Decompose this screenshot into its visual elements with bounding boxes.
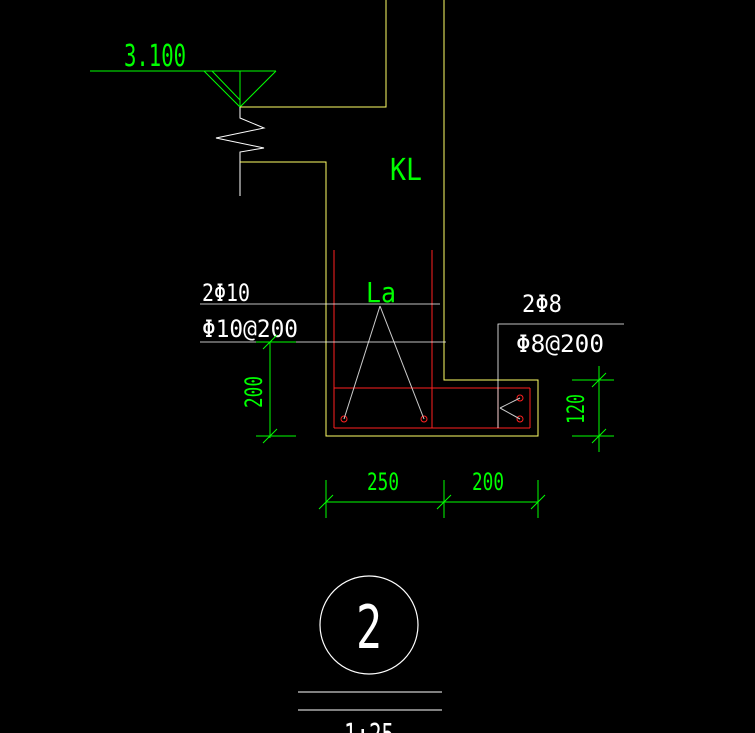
leader-lines — [200, 303, 624, 428]
elevation-marker — [90, 70, 277, 108]
bottom-bars-label: 2Φ10 — [202, 279, 250, 307]
scale-label: 1:25 — [344, 718, 394, 733]
break-line — [215, 106, 386, 196]
callout-underline — [298, 691, 442, 711]
detail-callout-circle — [319, 575, 419, 675]
rebar-cage — [333, 250, 531, 429]
ledge-bars-label: 2Φ8 — [522, 290, 562, 318]
stirrup-label: Φ10@200 — [202, 315, 298, 343]
ledge-stirrup-label: Φ8@200 — [516, 330, 604, 358]
dimension-height-ledge — [572, 366, 614, 452]
elevation-label: 3.100 — [124, 39, 186, 74]
anchorage-lines — [343, 305, 521, 420]
anchorage-label: La — [366, 276, 396, 309]
beam-outline — [240, 0, 539, 437]
dim-width-ledge-label: 200 — [472, 468, 504, 496]
beam-label: KL — [390, 153, 422, 188]
dim-height-main-label: 200 — [240, 376, 268, 408]
dim-width-main-label: 250 — [367, 468, 399, 496]
dimension-height-main — [256, 334, 296, 444]
dimension-widths — [318, 480, 546, 518]
dim-height-ledge-label: 120 — [562, 394, 590, 424]
detail-number: 2 — [356, 593, 382, 663]
